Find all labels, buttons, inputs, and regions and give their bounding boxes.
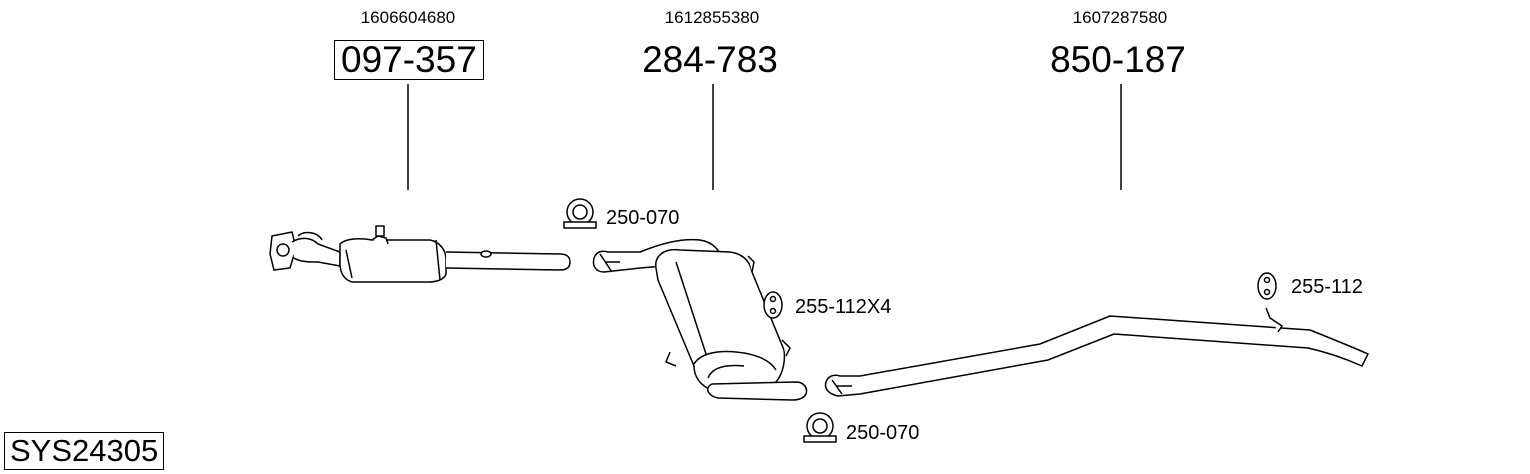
catalytic-converter-icon	[269, 225, 571, 283]
accessory-label[interactable]: 255-112X4	[795, 296, 892, 318]
oem-number: 1607287580	[1072, 8, 1168, 27]
oem-number: 1606604680	[360, 8, 456, 27]
accessory-label[interactable]: 250-070	[846, 422, 920, 444]
rubber-mount-icon	[763, 291, 783, 319]
system-code: SYS24305	[4, 432, 165, 470]
part-number[interactable]: 097-357	[334, 40, 484, 80]
accessory-label[interactable]: 250-070	[606, 207, 680, 229]
middle-silencer-icon	[592, 238, 808, 401]
rear-pipe-icon	[824, 307, 1370, 397]
part-number[interactable]: 284-783	[642, 39, 778, 80]
part-number[interactable]: 850-187	[1050, 39, 1186, 80]
oem-number: 1612855380	[664, 8, 760, 27]
accessory-label[interactable]: 255-112	[1291, 276, 1363, 298]
clamp-icon	[803, 412, 837, 443]
clamp-icon	[563, 198, 597, 229]
rubber-mount-icon	[1257, 272, 1277, 300]
